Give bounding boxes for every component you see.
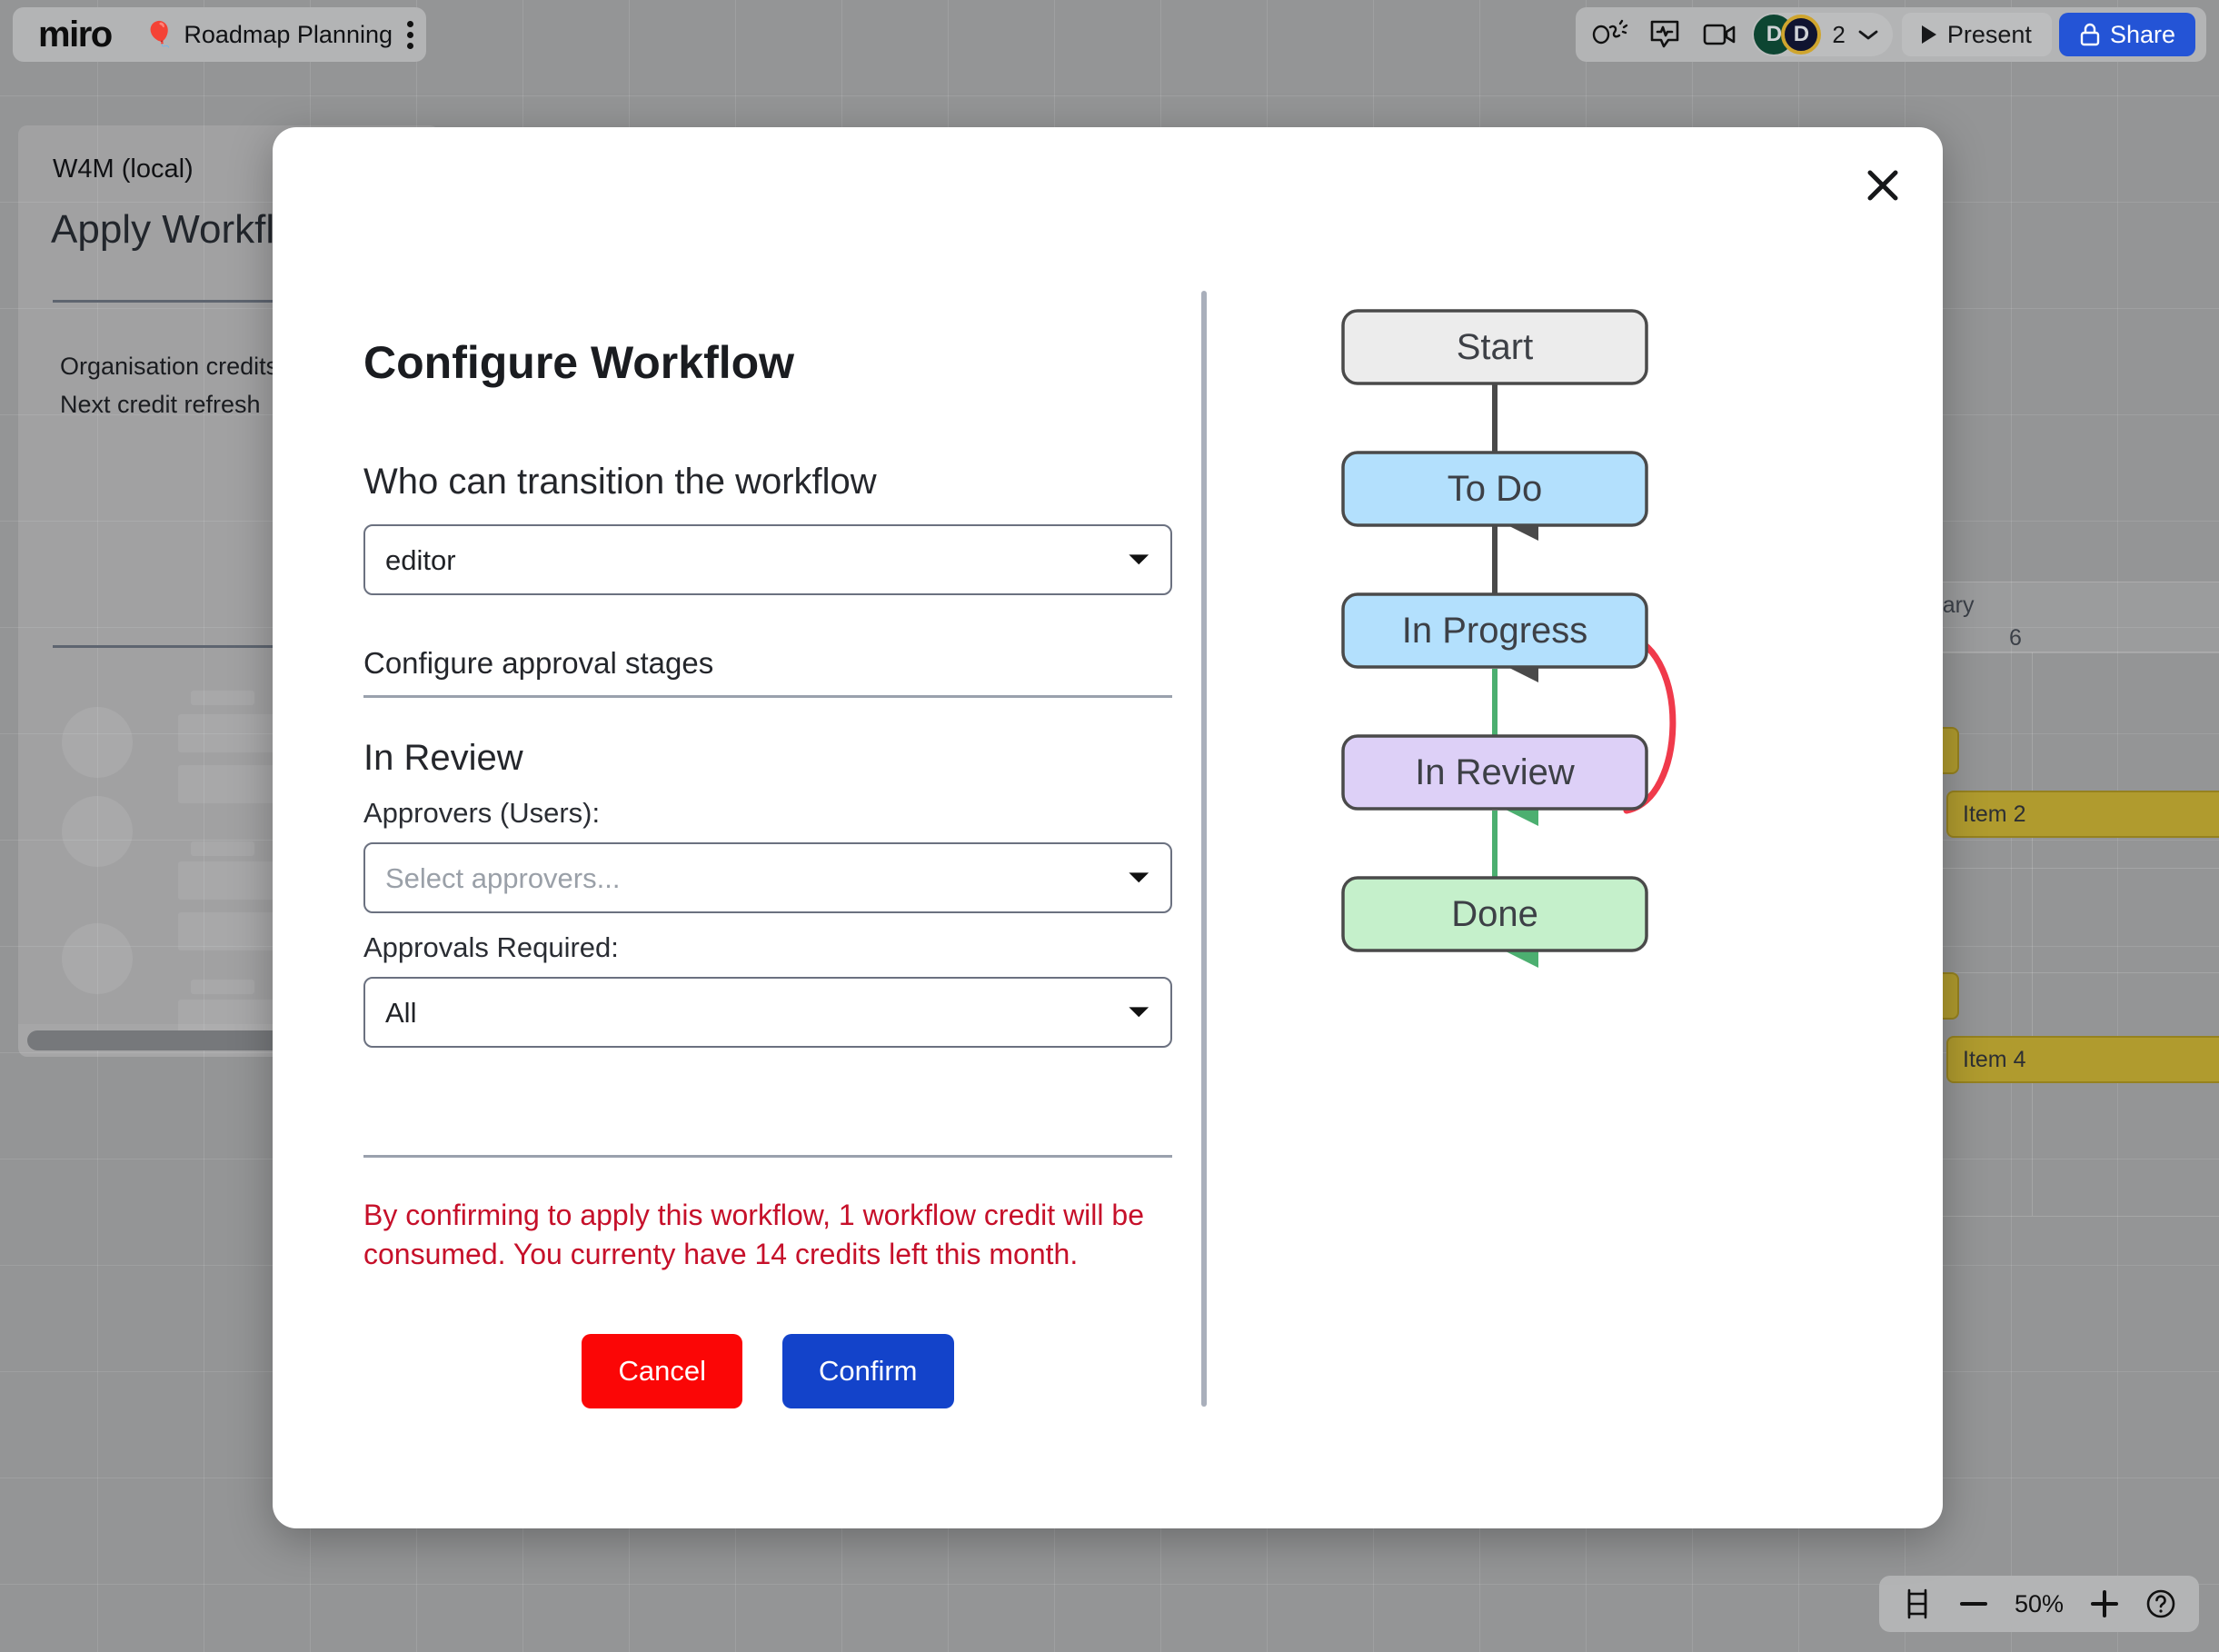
approval-stages-section-label: Configure approval stages [363, 646, 1172, 698]
timeline-row-divider [1886, 972, 2219, 973]
transition-permission-label: Who can transition the workflow [363, 462, 877, 502]
play-triangle-icon [1921, 25, 1936, 44]
modal-vertical-divider [1201, 291, 1207, 1407]
panel-text-placeholder [178, 861, 278, 900]
approvers-label: Approvers (Users): [363, 797, 601, 829]
transition-permission-field[interactable]: editor ⏷ [363, 524, 1172, 595]
configure-workflow-modal: Configure Workflow Who can transition th… [273, 127, 1943, 1528]
panel-avatar-placeholder [62, 923, 133, 994]
chevron-down-icon[interactable] [1856, 27, 1880, 42]
approvals-required-select[interactable]: All [363, 977, 1172, 1048]
avatar-count-label: 2 [1832, 20, 1846, 48]
confirm-button[interactable]: Confirm [781, 1333, 954, 1408]
panel-avatar-placeholder [62, 796, 133, 867]
node-done[interactable]: Done [1341, 876, 1648, 952]
miro-logo: miro [38, 15, 113, 55]
approvers-field[interactable]: Select approvers... ⏷ [363, 842, 1172, 913]
zoom-toolbar: 50% [1879, 1576, 2199, 1632]
timeline-row-divider [1886, 1216, 2219, 1217]
board-name-label[interactable]: Roadmap Planning [184, 20, 393, 48]
share-button[interactable]: Share [2058, 13, 2195, 56]
panel-text-placeholder [178, 714, 278, 752]
node-inreview[interactable]: In Review [1341, 734, 1648, 811]
node-inprogress[interactable]: In Progress [1341, 592, 1648, 669]
workflow-diagram: Start To Do In Progress In Review Done [1236, 273, 1908, 1427]
modal-action-row: Cancel Confirm [363, 1333, 1172, 1408]
celebrate-icon[interactable] [1587, 15, 1634, 55]
fit-to-screen-icon[interactable] [1892, 1581, 1943, 1627]
present-button[interactable]: Present [1901, 13, 2052, 56]
timeline-day-label: 6 [2009, 625, 2022, 651]
avatar[interactable]: D [1781, 15, 1822, 55]
timeline-column-divider [2032, 652, 2033, 1216]
stage-name-heading: In Review [363, 738, 523, 778]
approvals-required-field[interactable]: All ⏷ [363, 977, 1172, 1048]
panel-text-placeholder [191, 980, 254, 994]
collaborator-avatars[interactable]: D D 2 [1752, 13, 1893, 56]
panel-credits-line: Organisation credits [60, 353, 279, 380]
cancel-button[interactable]: Cancel [582, 1333, 742, 1408]
panel-text-placeholder [178, 912, 278, 950]
share-label: Share [2109, 20, 2175, 48]
panel-subtitle: W4M (local) [53, 154, 194, 184]
timeline-row-divider [1886, 652, 2219, 653]
close-x-icon[interactable] [1857, 160, 1908, 211]
node-label-done: Done [1451, 894, 1538, 934]
page-title: Configure Workflow [363, 337, 795, 388]
kebab-menu-icon[interactable] [407, 20, 413, 49]
zoom-level-label[interactable]: 50% [2014, 1589, 2065, 1617]
node-label-todo: To Do [1448, 469, 1543, 509]
timeline-bar[interactable]: Item 2 [1946, 791, 2219, 838]
form-divider [363, 1155, 1172, 1158]
node-label-inreview: In Review [1415, 752, 1575, 792]
transition-permission-select[interactable]: editor [363, 524, 1172, 595]
top-right-toolbar: D D 2 Present Share [1576, 7, 2206, 62]
node-label-start: Start [1457, 327, 1533, 367]
workflow-form: Who can transition the workflow editor ⏷… [363, 462, 1172, 1408]
video-camera-icon[interactable] [1696, 15, 1743, 55]
lock-icon [2080, 23, 2100, 46]
zoom-in-plus-icon[interactable] [2079, 1581, 2130, 1627]
node-start[interactable]: Start [1341, 309, 1648, 385]
timeline-bar[interactable]: Item 4 [1946, 1036, 2219, 1083]
activity-chat-icon[interactable] [1641, 15, 1688, 55]
credit-warning-text: By confirming to apply this workflow, 1 … [363, 1199, 1144, 1270]
present-label: Present [1946, 20, 2032, 48]
panel-divider [53, 645, 439, 648]
board-emoji-icon: 🎈 [144, 21, 175, 48]
panel-divider [53, 300, 439, 303]
panel-text-placeholder [191, 841, 254, 856]
workflow-diagram-svg: Start To Do In Progress In Review Done [1341, 309, 1677, 968]
top-left-toolbar: miro 🎈 Roadmap Planning [13, 7, 426, 62]
panel-text-placeholder [191, 691, 254, 705]
approvers-select[interactable]: Select approvers... [363, 842, 1172, 913]
timeline-row-divider [1886, 868, 2219, 869]
node-label-inprogress: In Progress [1402, 611, 1588, 651]
panel-avatar-placeholder [62, 707, 133, 778]
zoom-out-minus-icon[interactable] [1948, 1581, 1999, 1627]
panel-refresh-line: Next credit refresh [60, 391, 261, 418]
help-question-icon[interactable] [2135, 1581, 2186, 1627]
panel-text-placeholder [178, 765, 278, 803]
node-todo[interactable]: To Do [1341, 451, 1648, 527]
approvals-required-label: Approvals Required: [363, 931, 619, 963]
